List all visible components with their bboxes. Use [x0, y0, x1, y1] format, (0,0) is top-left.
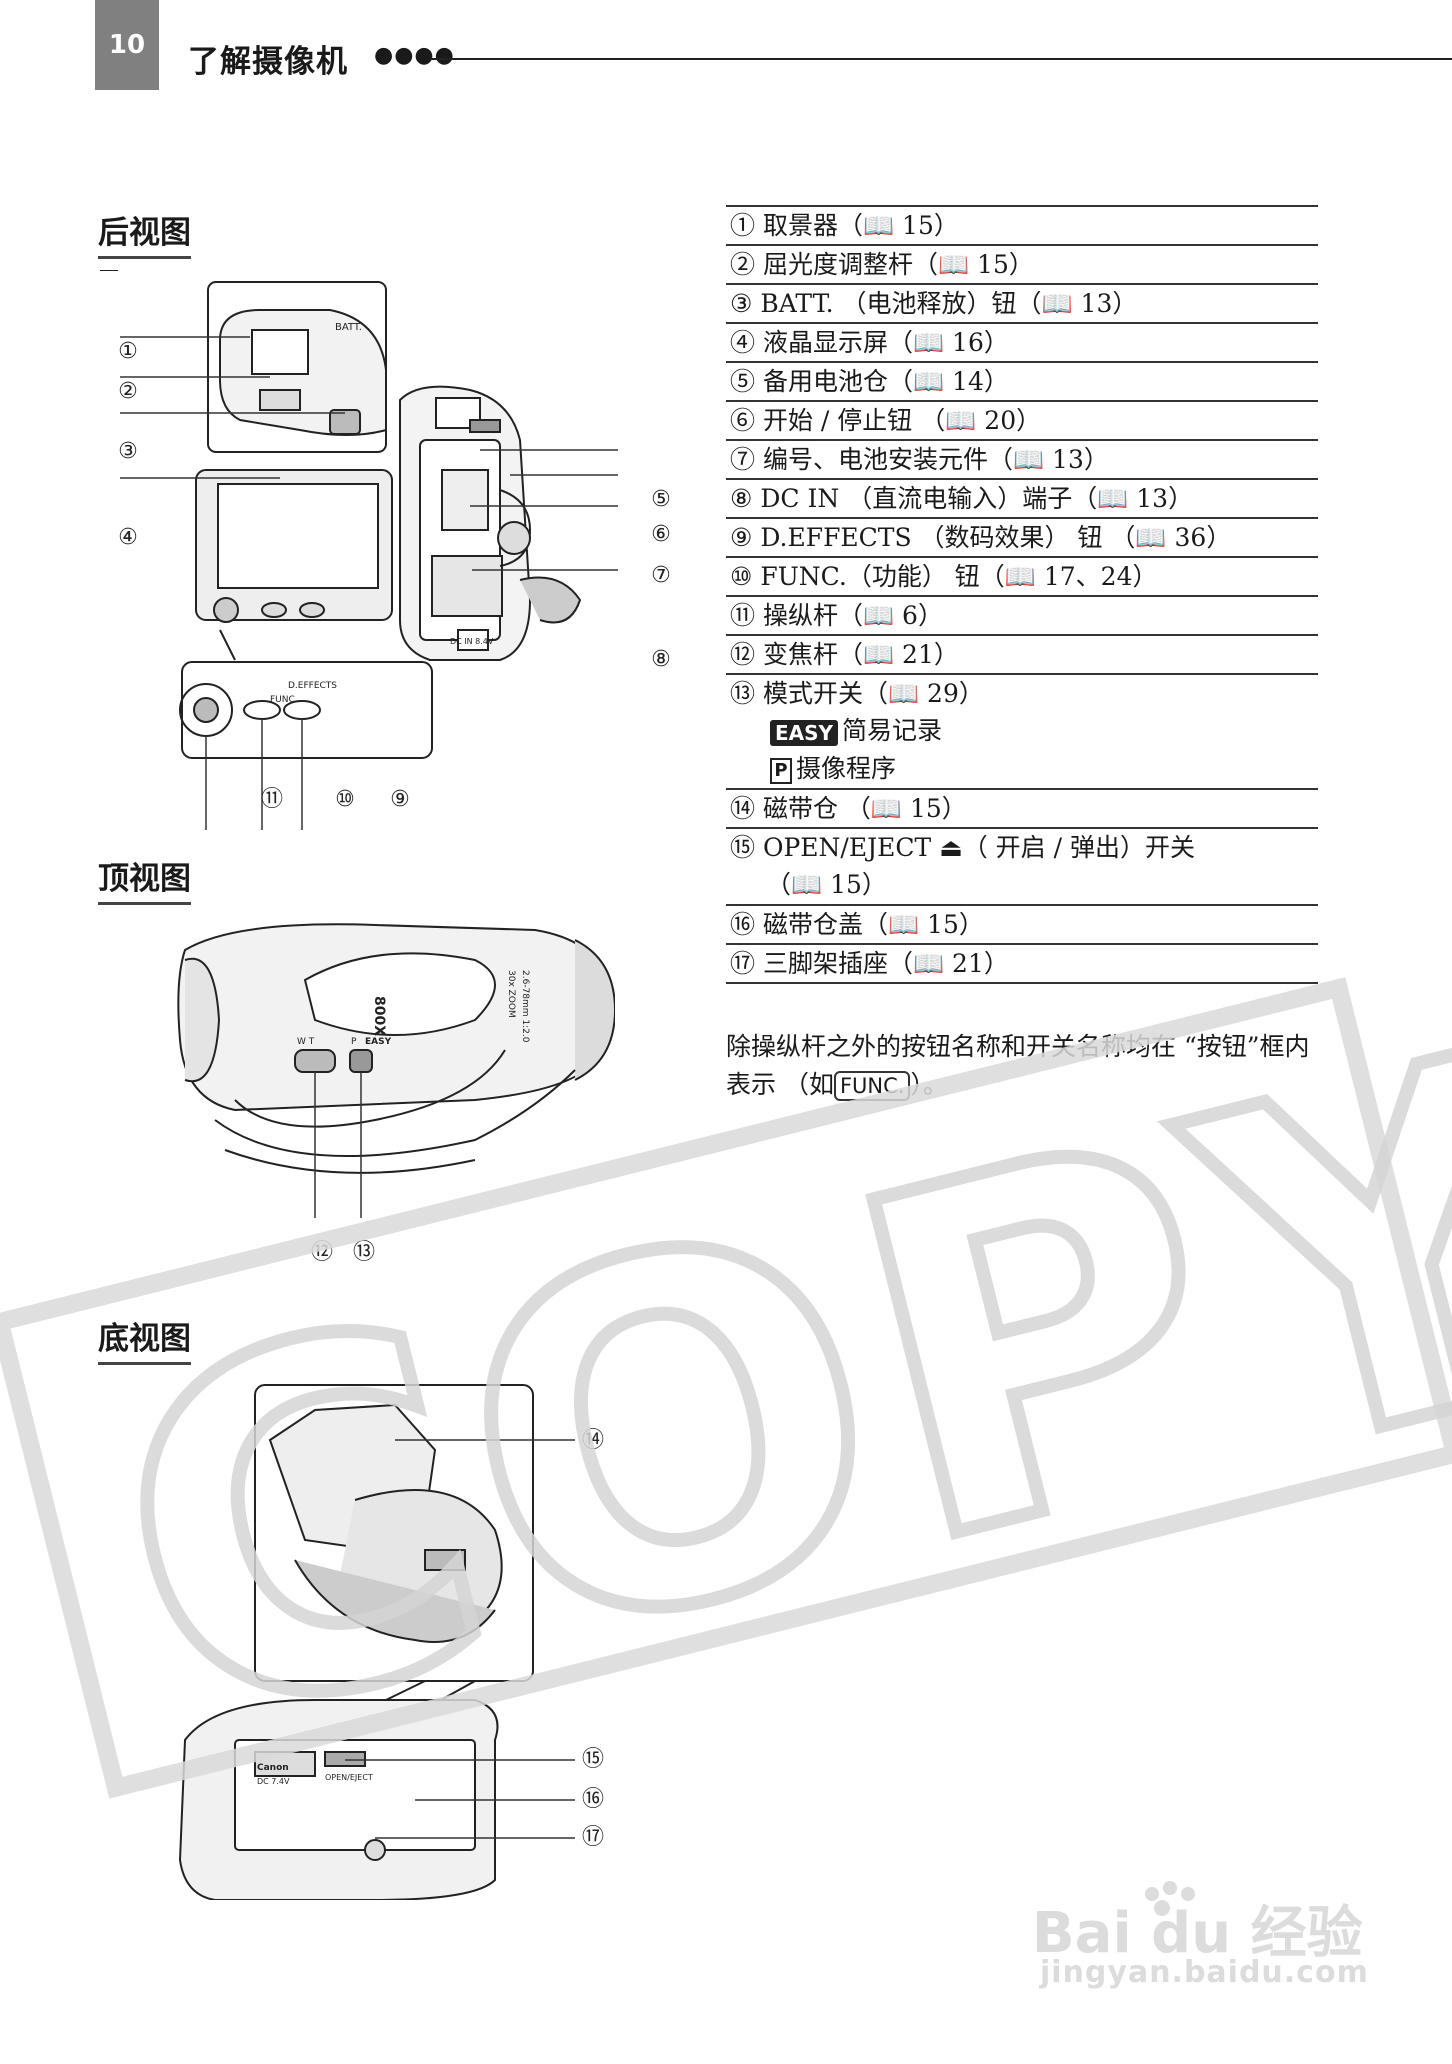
callout-9: ⑨: [390, 787, 410, 812]
rear-func-text: FUNC.: [270, 695, 298, 705]
part-row-1: ① 取景器（📖 15）: [726, 205, 1318, 244]
part-row-17: ⑰ 三脚架插座（📖 21）: [726, 943, 1318, 984]
callout-10: ⑩: [335, 787, 355, 812]
bottom-view-figure: Canon DC 7.4V OPEN/EJECT: [178, 1384, 575, 1900]
callout-16: ⑯: [581, 1787, 604, 1812]
easy-badge: EASY: [770, 719, 839, 746]
part-row-6: ⑥ 开始 / 停止钮 （📖 20）: [726, 400, 1318, 439]
rear-view-figure: BATT. FUNC. D.EFFECTS DC IN 8.4V: [100, 270, 618, 830]
top-model-text: 800X: [371, 996, 387, 1036]
bottom-open-eject-text: OPEN/EJECT: [325, 1773, 373, 1782]
bottom-view-title: 底视图: [98, 1313, 191, 1365]
part-row-14: ⑭ 磁带仓 （📖 15）: [726, 788, 1318, 827]
callout-15: ⑮: [581, 1747, 604, 1772]
part-row-8: ⑧ DC IN （直流电输入）端子（📖 13）: [726, 478, 1318, 517]
part-row-15: ⑮ OPEN/EJECT ⏏（ 开启 / 弹出）开关: [726, 827, 1318, 866]
callout-6: ⑥: [651, 522, 671, 547]
top-easy-text: EASY: [365, 1037, 392, 1047]
part-row-2: ② 屈光度调整杆（📖 15）: [726, 244, 1318, 283]
top-lens-text: 2.6-78mm 1:2.0: [520, 970, 530, 1043]
callout-14: ⑭: [581, 1428, 604, 1453]
baidu-logo-text: Bai du 经验: [1032, 1901, 1363, 1960]
header-rule: [430, 58, 1452, 60]
part-row-3: ③ BATT. （电池释放）钮（📖 13）: [726, 283, 1318, 322]
top-zoom-text: 30x ZOOM: [506, 970, 516, 1018]
rear-dcin-text: DC IN 8.4V: [450, 637, 494, 646]
rear-view-title: 后视图: [98, 207, 191, 259]
part-row-4: ④ 液晶显示屏（📖 16）: [726, 322, 1318, 361]
bottom-canon-text: Canon: [257, 1763, 289, 1773]
part-row-10: ⑩ FUNC.（功能） 钮（📖 17、24）: [726, 556, 1318, 595]
part-row-5: ⑤ 备用电池仓（📖 14）: [726, 361, 1318, 400]
callout-11: ⑪: [260, 787, 283, 812]
top-p-text: P: [351, 1037, 357, 1047]
callout-7: ⑦: [651, 563, 671, 588]
callout-4: ④: [118, 525, 138, 550]
callout-3: ③: [118, 439, 138, 464]
part-row-9: ⑨ D.EFFECTS （数码效果） 钮 （📖 36）: [726, 517, 1318, 556]
part-row-16: ⑯ 磁带仓盖（📖 15）: [726, 904, 1318, 943]
rear-batt-text: BATT.: [335, 322, 362, 333]
callout-8: ⑧: [651, 647, 671, 672]
callout-1: ①: [118, 339, 138, 364]
callout-17: ⑰: [581, 1825, 604, 1850]
func-button-box: FUNC.: [833, 1071, 911, 1101]
part-row-12: ⑫ 变焦杆（📖 21）: [726, 634, 1318, 673]
baidu-url: jingyan.baidu.com: [1040, 1955, 1369, 1990]
top-wt-text: W T: [297, 1037, 315, 1047]
callout-5: ⑤: [651, 487, 671, 512]
baidu-logo: Bai du 经验: [1032, 1881, 1363, 1960]
page-number: 10: [95, 0, 159, 90]
top-view-figure: 800X 2.6-78mm 1:2.0 30x ZOOM W T P EASY: [177, 923, 615, 1218]
part-row-13: ⑬ 模式开关（📖 29）: [726, 673, 1318, 712]
rear-deffects-text: D.EFFECTS: [288, 681, 337, 691]
callout-13: ⑬: [352, 1240, 375, 1265]
header-dots: ●●●●: [374, 43, 455, 68]
callout-12: ⑫: [310, 1240, 333, 1265]
top-view-title: 顶视图: [98, 853, 191, 905]
part-row-15-cont: （📖 15）: [766, 870, 887, 899]
p-badge: P: [770, 757, 792, 784]
bottom-dc-text: DC 7.4V: [257, 1777, 290, 1786]
parts-list: ① 取景器（📖 15） ② 屈光度调整杆（📖 15） ③ BATT. （电池释放…: [726, 205, 1318, 984]
chapter-title: 了解摄像机: [188, 44, 348, 80]
part-row-7: ⑦ 编号、电池安装元件（📖 13）: [726, 439, 1318, 478]
part-row-11: ⑪ 操纵杆（📖 6）: [726, 595, 1318, 634]
callout-2: ②: [118, 379, 138, 404]
